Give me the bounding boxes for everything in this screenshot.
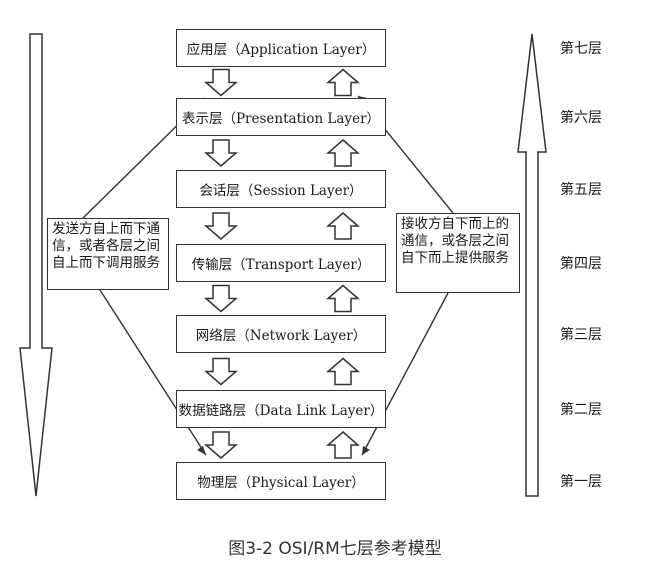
receiver-arrowhead-bottom (362, 446, 370, 455)
down-arrow-icon (203, 212, 239, 240)
up-arrow-icon (325, 139, 361, 167)
layer-name: 数据链路层（Data Link Layer） (178, 403, 384, 419)
receiver-note: 接收方自下而上的通信，或各层之间自下而上提供服务 (396, 213, 520, 293)
layer-box-presentation: 表示层（Presentation Layer） (176, 98, 386, 136)
sender-note: 发送方自上而下通信，或者各层之间自上而下调用服务 (47, 218, 169, 290)
layer-name: 应用层（Application Layer） (186, 42, 376, 58)
layer-box-transport: 传输层（Transport Layer） (176, 244, 386, 282)
layer-box-data-link: 数据链路层（Data Link Layer） (176, 390, 386, 428)
up-arrow-icon (325, 284, 361, 313)
down-arrow-icon (203, 139, 239, 167)
down-arrow-icon (203, 284, 239, 313)
layer-box-network: 网络层（Network Layer） (176, 315, 386, 353)
down-arrow-icon (203, 68, 239, 97)
layer-box-session: 会话层（Session Layer） (176, 170, 386, 208)
layer-number-label: 第七层 (560, 41, 602, 57)
layer-name: 网络层（Network Layer） (195, 328, 367, 344)
right-up-arrow (517, 33, 547, 497)
layer-name: 会话层（Session Layer） (199, 183, 363, 199)
layer-name: 传输层（Transport Layer） (191, 257, 371, 273)
layer-name: 表示层（Presentation Layer） (181, 111, 381, 127)
layer-number-label: 第六层 (560, 110, 602, 126)
sender-arrowhead-bottom (197, 446, 206, 455)
down-arrow-icon (203, 431, 239, 459)
down-arrow-icon (203, 357, 239, 386)
layer-number-label: 第五层 (560, 182, 602, 198)
up-arrow-icon (325, 68, 361, 97)
between-layer-arrows (203, 68, 361, 459)
layer-box-application: 应用层（Application Layer） (176, 29, 386, 67)
layer-name: 物理层（Physical Layer） (197, 475, 365, 491)
up-arrow-icon (325, 212, 361, 240)
left-down-arrow (19, 33, 53, 497)
up-arrow-icon (325, 431, 361, 459)
layer-box-physical: 物理层（Physical Layer） (176, 462, 386, 500)
layer-number-label: 第二层 (560, 402, 602, 418)
layer-number-label: 第三层 (560, 327, 602, 343)
layer-number-label: 第四层 (560, 256, 602, 272)
layer-number-label: 第一层 (560, 474, 602, 490)
up-arrow-icon (325, 357, 361, 386)
figure-caption: 图3-2 OSI/RM七层参考模型 (228, 539, 442, 559)
